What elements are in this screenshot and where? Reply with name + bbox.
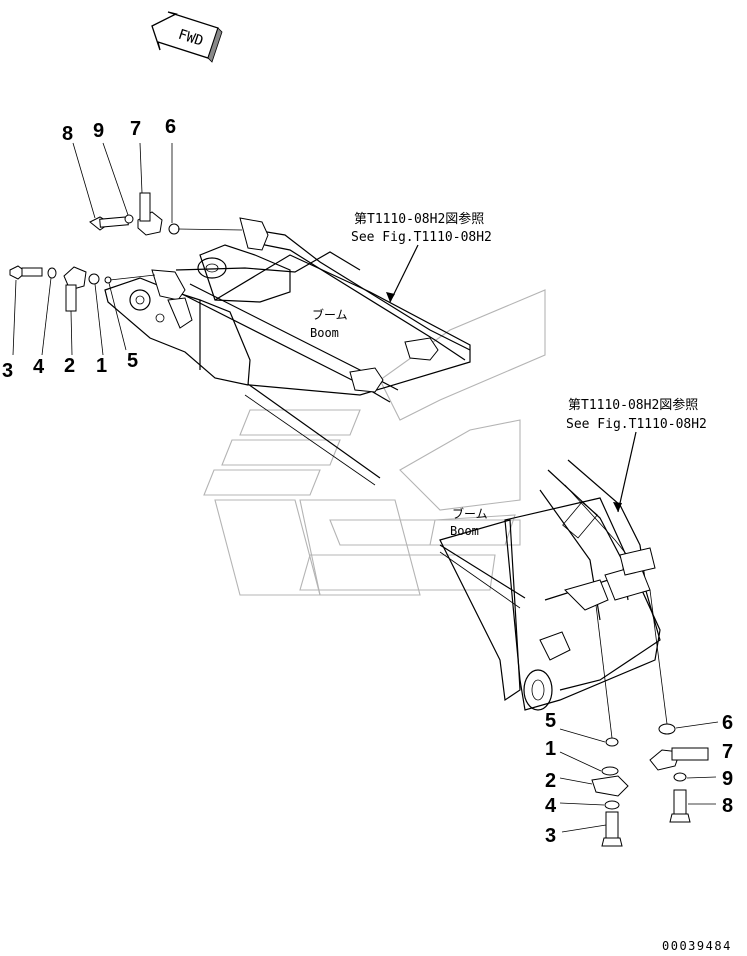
callout-left-7: 7 — [130, 118, 141, 140]
callout-right-7: 7 — [722, 741, 733, 763]
lower-boom — [439, 459, 661, 711]
upper-reference-label: 第T1110-08H2図参照 See Fig.T1110-08H2 — [351, 211, 492, 245]
lower-reference-label: 第T1110-08H2図参照 See Fig.T1110-08H2 — [566, 397, 707, 432]
leader-lines — [12, 142, 719, 833]
fwd-arrow-icon: FWD — [151, 11, 223, 63]
callout-left-1: 1 — [96, 355, 107, 377]
callout-right-3: 3 — [545, 825, 556, 847]
callout-left-5: 5 — [127, 350, 138, 372]
fwd-label: FWD — [176, 27, 205, 50]
upper-reference-en: See Fig.T1110-08H2 — [351, 230, 492, 245]
lower-reference-en: See Fig.T1110-08H2 — [566, 417, 707, 432]
callout-left-6: 6 — [165, 116, 176, 138]
upper-boom-label-jp: ブーム — [312, 307, 348, 322]
upper-left-parts — [9, 192, 180, 312]
callout-right-4: 4 — [545, 795, 557, 817]
lower-boom-label-en: Boom — [450, 524, 479, 538]
callout-right-8: 8 — [722, 795, 733, 817]
upper-boom-label-en: Boom — [310, 326, 339, 340]
upper-boom-label: ブーム Boom — [310, 307, 348, 340]
callout-right-2: 2 — [545, 770, 556, 792]
callout-left-3: 3 — [2, 360, 13, 382]
callout-left-4: 4 — [33, 356, 45, 378]
callout-right-6: 6 — [722, 712, 733, 734]
callout-left-2: 2 — [64, 355, 75, 377]
callout-right-1: 1 — [545, 738, 556, 760]
callout-left-9: 9 — [93, 120, 104, 142]
callout-right-5: 5 — [545, 710, 556, 732]
upper-boom — [104, 217, 471, 486]
callouts-left: 8 9 7 6 3 4 2 1 5 — [2, 116, 176, 382]
lower-right-parts — [591, 723, 709, 847]
watermark-logo — [203, 289, 546, 596]
lower-boom-label: ブーム Boom — [450, 506, 488, 538]
upper-reference-jp: 第T1110-08H2図参照 — [354, 211, 484, 227]
drawing-number: 00039484 — [662, 939, 732, 953]
lower-reference-jp: 第T1110-08H2図参照 — [568, 397, 698, 413]
callout-left-8: 8 — [62, 123, 73, 145]
callout-right-9: 9 — [722, 768, 733, 790]
lower-boom-label-jp: ブーム — [452, 506, 488, 521]
callouts-right: 5 1 2 4 3 6 7 9 8 — [545, 710, 733, 847]
